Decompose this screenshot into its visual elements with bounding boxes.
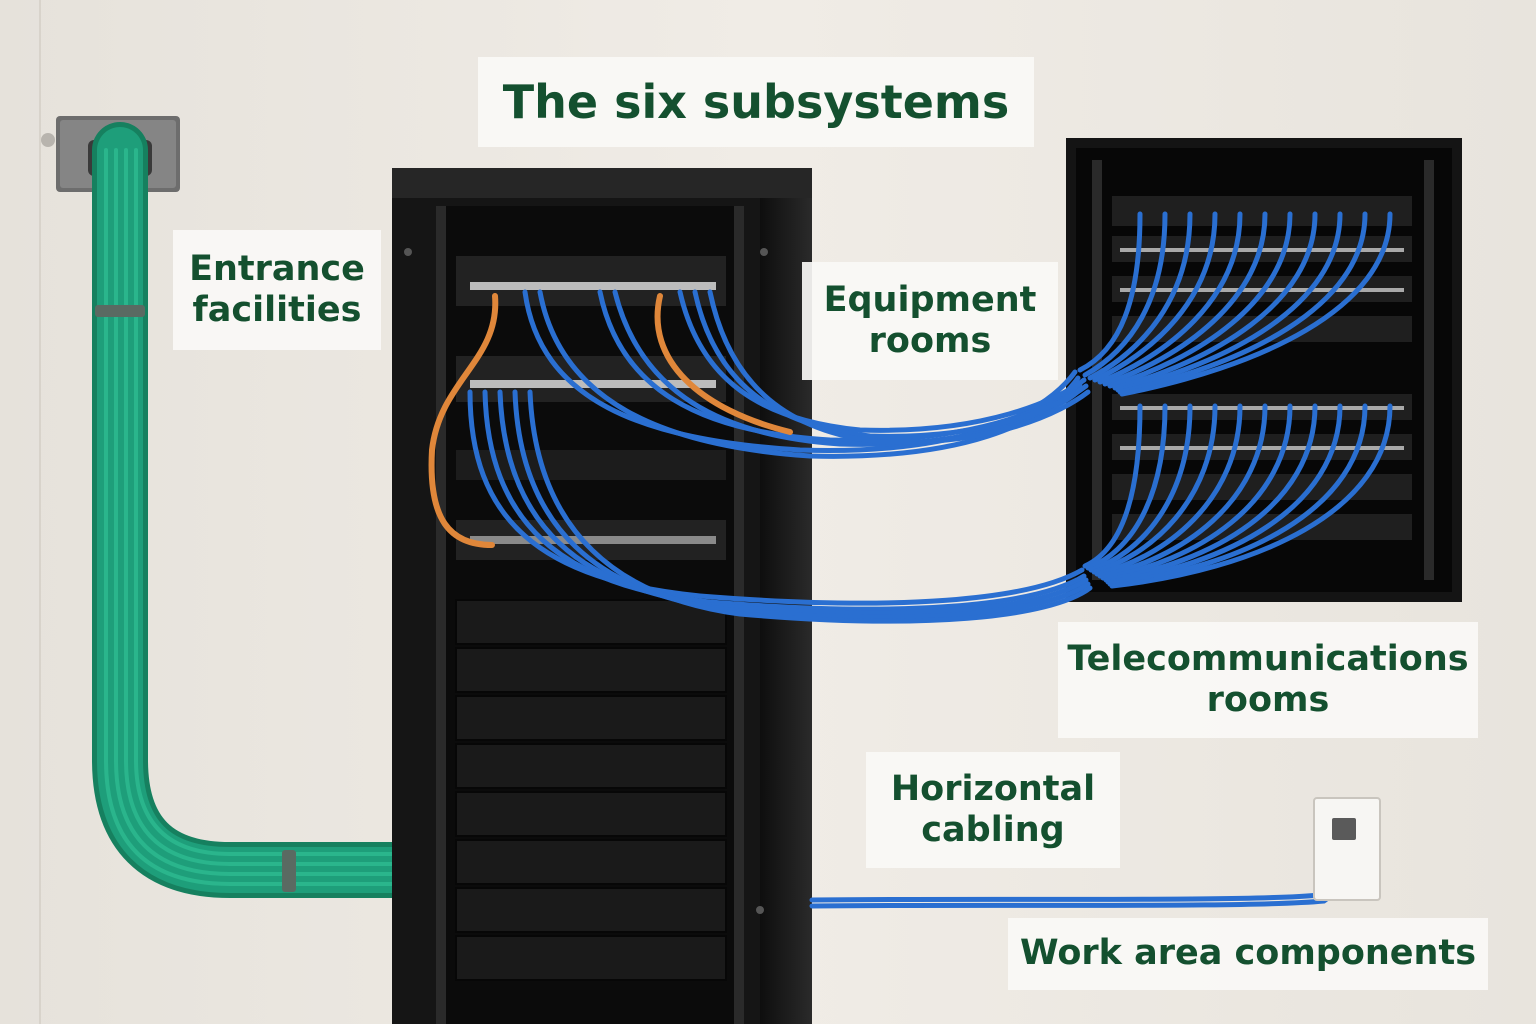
diagram-title: The six subsystems — [478, 57, 1034, 147]
label-entrance-line-2: facilities — [192, 290, 362, 330]
diagram-title-text: The six subsystems — [502, 74, 1010, 129]
label-work-area-text: Work area components — [1019, 933, 1477, 974]
work-area-wall-outlet — [1313, 797, 1381, 901]
backbone-blue-cables — [467, 289, 1093, 624]
telecom-upper-patch-cables — [1077, 211, 1393, 397]
label-telecommunications-rooms: Telecommunications rooms — [1058, 622, 1478, 738]
label-telecom-line-2: rooms — [1206, 680, 1330, 720]
label-entrance-line-1: Entrance — [189, 248, 365, 289]
label-horizontal-line-1: Horizontal — [890, 768, 1096, 809]
label-horizontal-line-2: cabling — [921, 810, 1065, 850]
orange-patch-cables — [428, 293, 793, 548]
label-equipment-line-2: rooms — [868, 321, 992, 361]
label-entrance-facilities: Entrance facilities — [173, 230, 381, 350]
label-telecom-line-1: Telecommunications — [1067, 638, 1469, 679]
telecom-lower-patch-cables — [1082, 403, 1393, 589]
entrance-backbone-cable-bundle — [92, 122, 423, 898]
label-equipment-line-1: Equipment — [823, 279, 1037, 320]
label-horizontal-cabling: Horizontal cabling — [866, 752, 1120, 868]
label-work-area-components: Work area components — [1008, 918, 1488, 990]
label-equipment-rooms: Equipment rooms — [802, 262, 1058, 380]
